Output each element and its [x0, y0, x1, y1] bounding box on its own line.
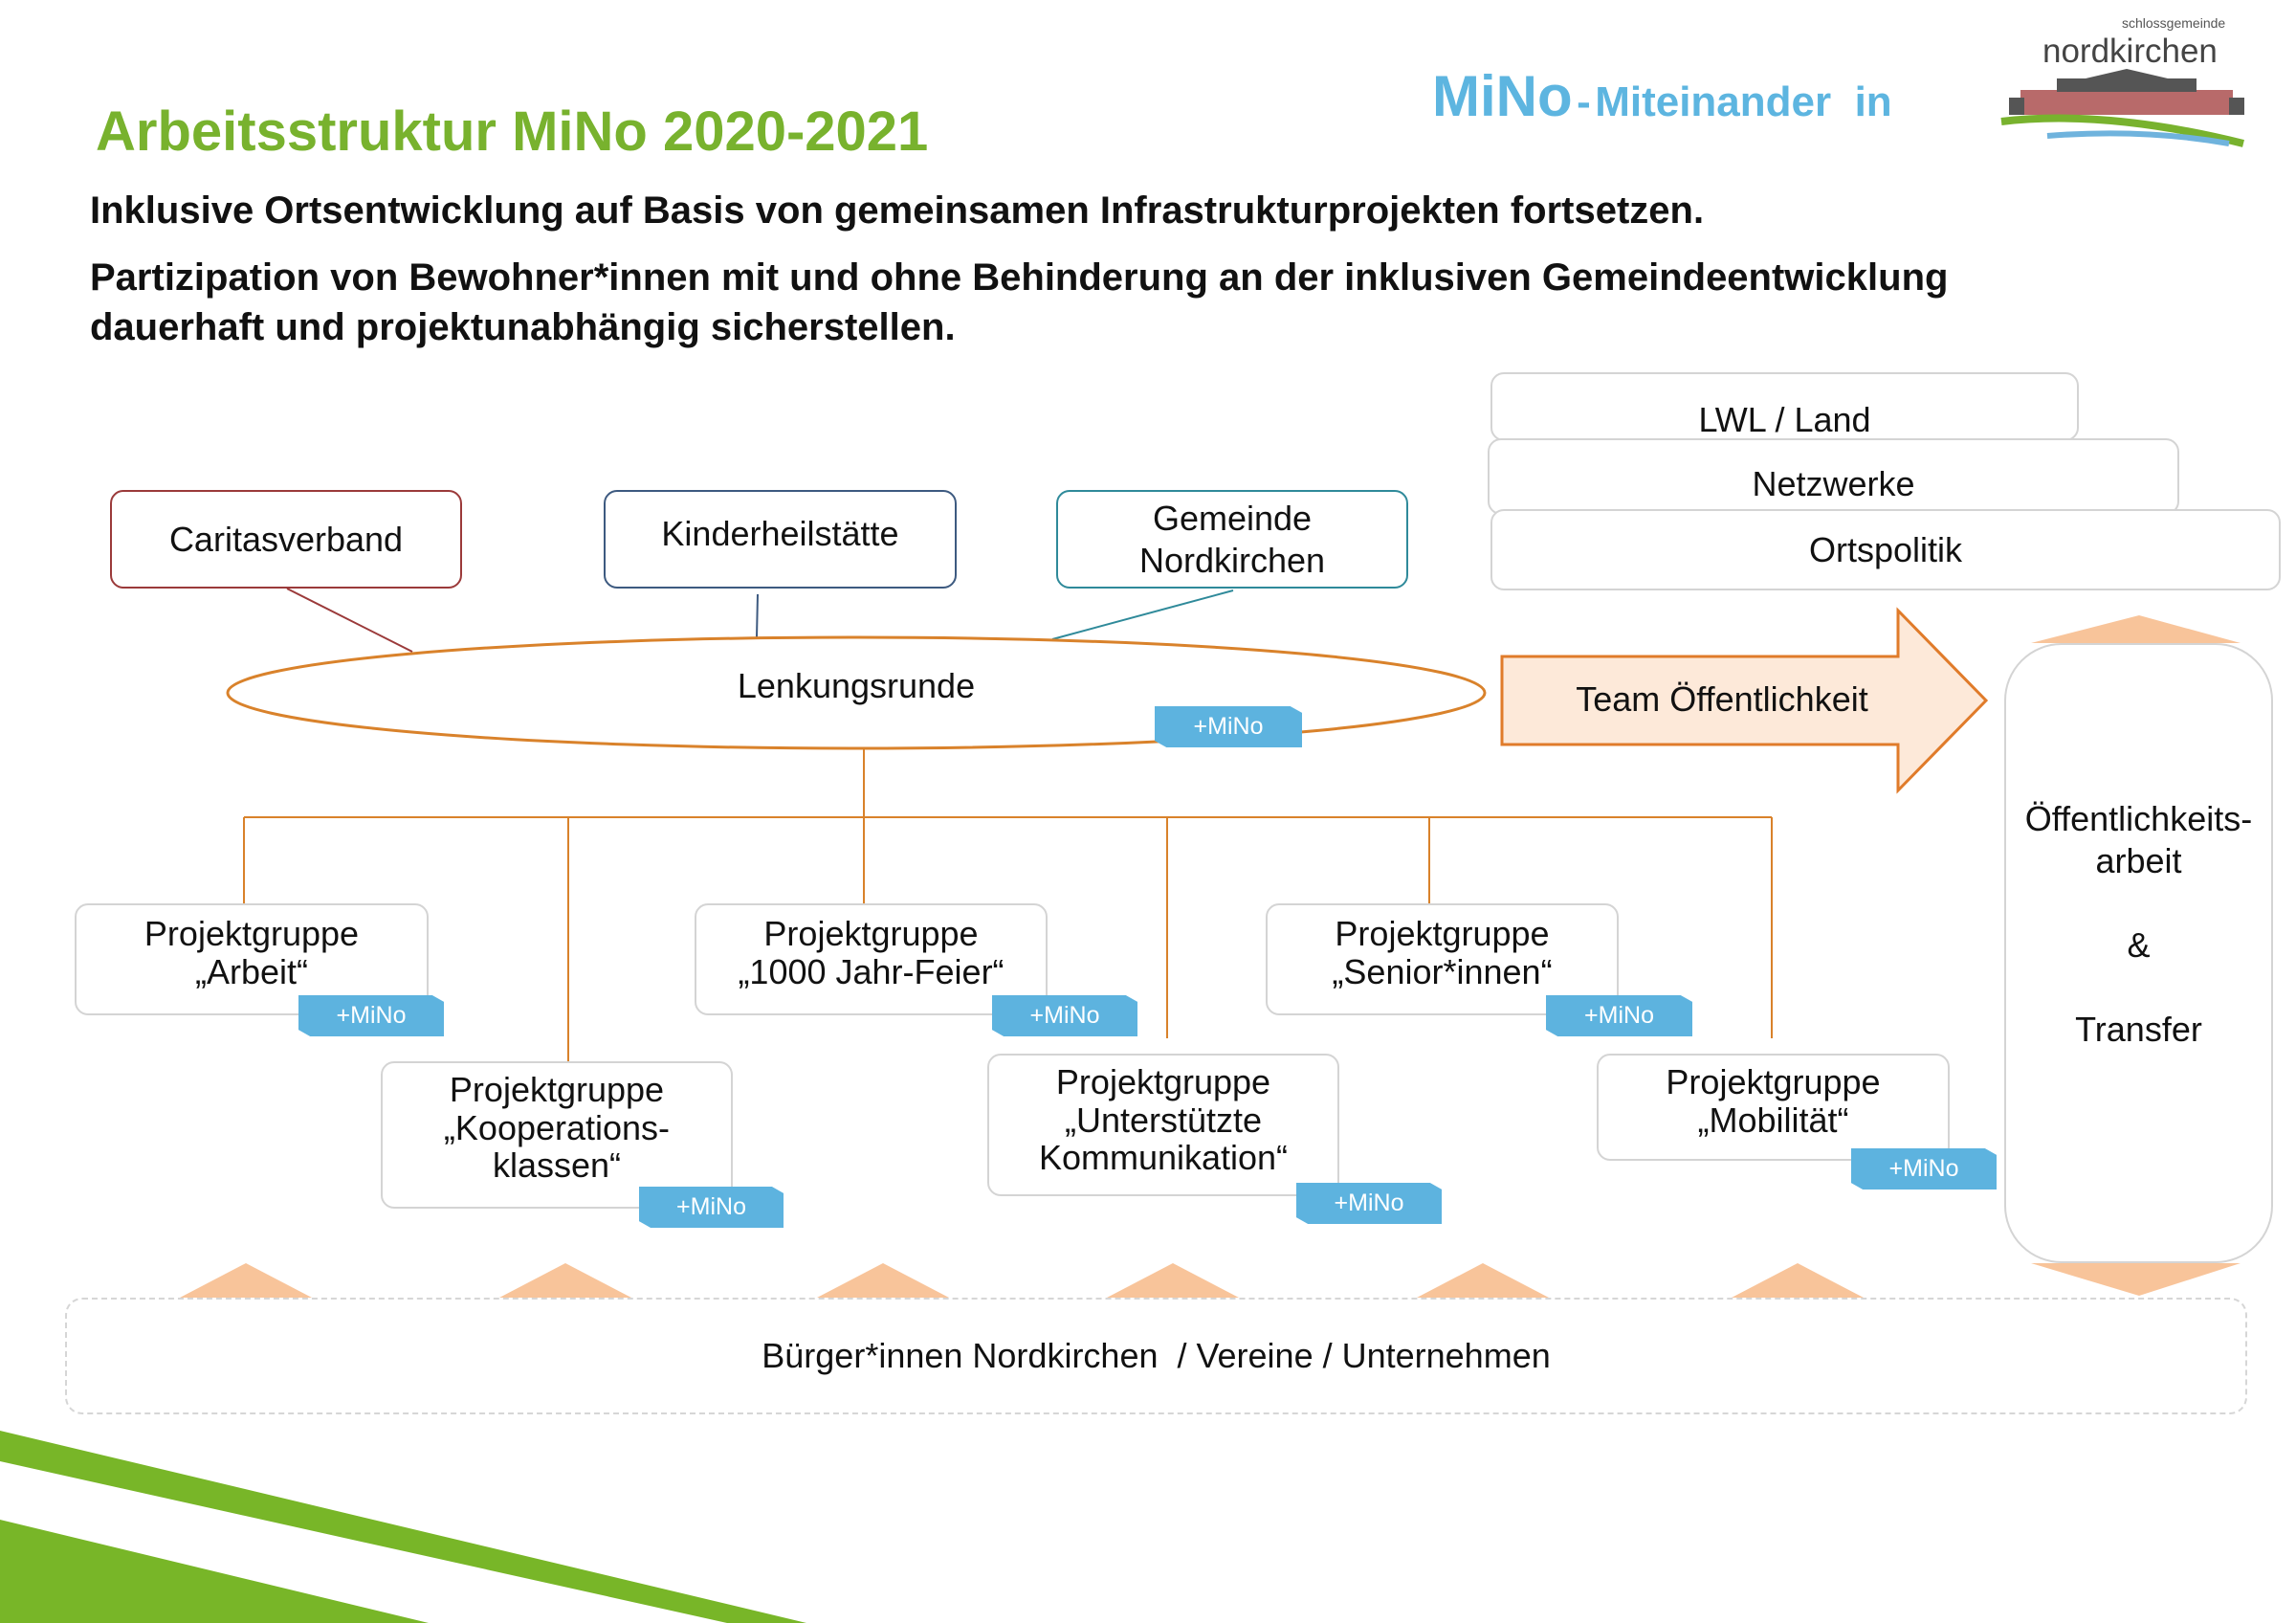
group-label: Projektgruppe [144, 914, 360, 953]
group-label: „1000 Jahr-Feier“ [738, 951, 1004, 991]
group-label: Projektgruppe [1666, 1062, 1881, 1101]
stakeholder-label: Ortspolitik [1808, 529, 1963, 569]
team-label: Team Öffentlichkeit [1576, 679, 1868, 719]
partner-label: Caritasverband [168, 519, 404, 559]
connector-caritas [286, 588, 413, 653]
decor-stripe [0, 1520, 429, 1623]
pr-transfer-box: Öffentlichkeits- arbeit & Transfer [2004, 643, 2273, 1263]
stakeholder-label: Netzwerke [1752, 464, 1915, 503]
group-label: „Mobilität“ [1697, 1100, 1849, 1140]
pr-label: arbeit [2095, 841, 2182, 880]
pr-label: Öffentlichkeits- [2024, 799, 2253, 838]
stakeholder-label: LWL / Land [1698, 400, 1871, 439]
partner-label: Kinderheilstätte [661, 514, 899, 553]
partner-caritas: Caritasverband [110, 490, 462, 589]
group-senioren: Projektgruppe„Senior*innen“ [1266, 903, 1619, 1015]
team-arrow [1500, 607, 1989, 794]
up-triangle [2031, 615, 2241, 643]
page-title: Arbeitsstruktur MiNo 2020-2021 [96, 100, 929, 163]
group-label: Projektgruppe [1055, 1062, 1271, 1101]
connector-kinderheil [756, 593, 759, 638]
logo-name: nordkirchen [2042, 33, 2218, 70]
connector-gemeinde [1051, 589, 1234, 640]
brand-header: MiNo - Miteinander in [1432, 63, 1892, 129]
logo-top-text: schlossgemeinde [2122, 15, 2226, 31]
partner-label: Gemeinde [1152, 499, 1313, 539]
group-label: Projektgruppe [449, 1070, 665, 1109]
base-citizens-box: Bürger*innen Nordkirchen / Vereine / Unt… [65, 1298, 2247, 1414]
base-label: Bürger*innen Nordkirchen / Vereine / Unt… [762, 1336, 1551, 1376]
group-label: „Senior*innen“ [1332, 951, 1553, 991]
stakeholder-lwl: LWL / Land [1490, 372, 2079, 441]
group-label: „Arbeit“ [194, 951, 309, 991]
pr-label: & [2127, 925, 2151, 965]
partner-label: Nordkirchen [1138, 540, 1326, 580]
mino-tag: +MiNo [1546, 995, 1692, 1036]
mino-tag: +MiNo [1155, 706, 1302, 747]
mino-tag: +MiNo [1851, 1148, 1997, 1189]
group-label: „Kooperations- [443, 1107, 671, 1147]
decor-stripe [0, 1431, 806, 1623]
logo-castle [2000, 69, 2244, 147]
group-1000-jahr-feier: Projektgruppe„1000 Jahr-Feier“ [695, 903, 1048, 1015]
stakeholder-ortspolitik: Ortspolitik [1490, 509, 2281, 590]
brand-separator: - [1577, 78, 1591, 125]
goal-2: Partizipation von Bewohner*innen mit und… [90, 256, 1949, 299]
brand-long: Miteinander in [1595, 78, 1892, 125]
pr-label: Transfer [2075, 1010, 2202, 1049]
partner-kinderheilstaette: Kinderheilstätte [604, 490, 957, 589]
steering-ellipse [226, 635, 1487, 750]
steering-label: Lenkungsrunde [737, 666, 976, 705]
partner-gemeinde: Gemeinde Nordkirchen [1056, 490, 1408, 589]
tree-lines [243, 749, 1773, 1061]
group-label: Kommunikation“ [1038, 1138, 1289, 1178]
group-mobilitaet: Projektgruppe„Mobilität“ [1597, 1054, 1950, 1161]
group-label: Projektgruppe [763, 914, 979, 953]
brand-short: MiNo [1432, 64, 1573, 128]
group-label: klassen“ [492, 1145, 622, 1186]
mino-tag: +MiNo [639, 1187, 784, 1228]
group-kooperationsklassen: Projektgruppe„Kooperations-klassen“ [381, 1061, 733, 1209]
mino-tag: +MiNo [298, 995, 444, 1036]
base-triangles [180, 1263, 1864, 1298]
goal-1: Inklusive Ortsentwicklung auf Basis von … [90, 189, 1705, 232]
mino-tag: +MiNo [1296, 1183, 1442, 1224]
mino-tag: +MiNo [992, 995, 1137, 1036]
goal-2-cont: dauerhaft und projektunabhängig sicherst… [90, 306, 956, 348]
group-label: „Unterstützte [1064, 1100, 1263, 1140]
stakeholder-netzwerke: Netzwerke [1488, 438, 2179, 515]
down-triangle [2031, 1263, 2241, 1296]
group-label: Projektgruppe [1335, 914, 1550, 953]
